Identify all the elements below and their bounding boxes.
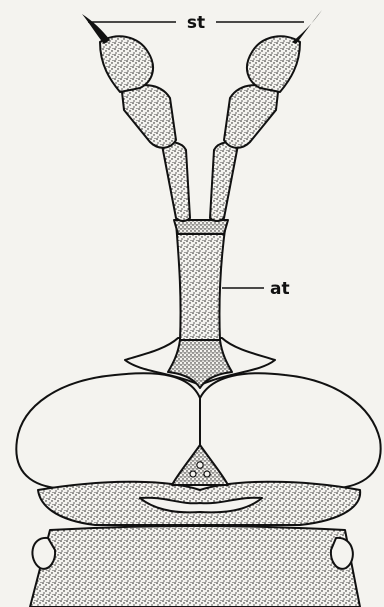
antennal-tube [176, 222, 226, 340]
right-eye-lobe [200, 373, 381, 488]
antennal-tube-rim [174, 220, 228, 234]
right-antenna-segment-2 [224, 85, 278, 148]
left-spine [82, 14, 110, 44]
thorax [30, 526, 360, 607]
left-antenna-segment-3 [100, 36, 153, 92]
left-lateral-knob [32, 538, 55, 569]
left-eye-lobe [16, 373, 200, 488]
label-st: st [187, 13, 205, 33]
right-spine [292, 10, 322, 44]
right-antenna-segment-1 [210, 142, 238, 221]
left-antenna-segment-2 [122, 85, 176, 148]
left-antenna-segment-1 [162, 142, 190, 221]
label-at: at [270, 279, 290, 299]
right-antenna-segment-3 [247, 36, 300, 92]
right-lateral-knob [331, 538, 353, 569]
